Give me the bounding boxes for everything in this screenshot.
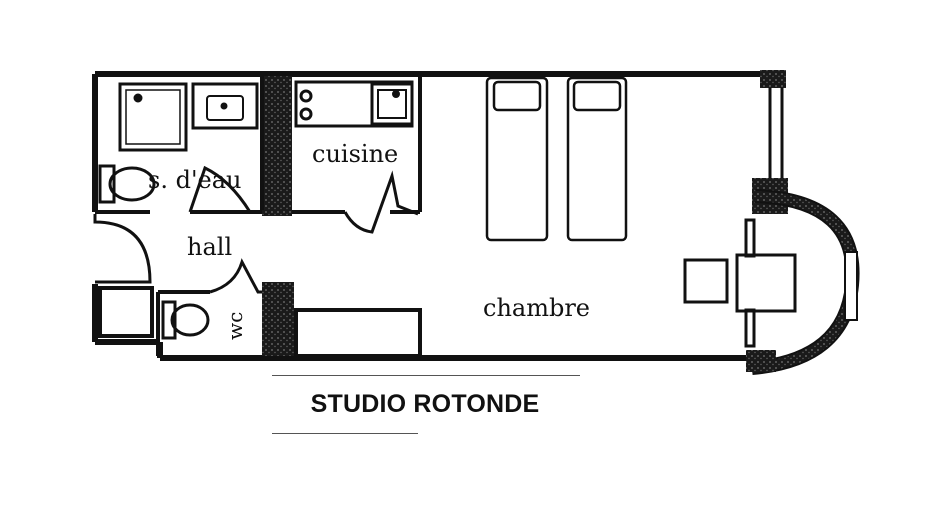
room-label-wc: wc [223, 312, 247, 340]
kitchen-door [343, 170, 419, 234]
washbasin-icon [191, 82, 259, 130]
wc-toilet-icon [161, 300, 210, 340]
caption-top-rule [272, 375, 580, 376]
entrance-door [93, 214, 152, 284]
armchair-icon [744, 218, 756, 348]
room-label-kitchen: cuisine [312, 140, 398, 168]
rotunda-bay [746, 189, 860, 375]
bathroom-toilet-icon [98, 164, 156, 204]
chair-icon [683, 258, 729, 304]
bed-icon [485, 76, 549, 242]
kitchen-sink-icon [370, 82, 414, 126]
wc-door [209, 258, 262, 294]
bed-icon [566, 76, 628, 242]
wc-partition-wall [262, 282, 294, 356]
table-icon [735, 253, 797, 313]
room-label-bedroom: chambre [483, 294, 590, 322]
shower-icon [118, 82, 188, 152]
plan-title: STUDIO ROTONDE [310, 390, 540, 418]
room-label-bathroom: s. d'eau [148, 166, 242, 194]
stove-icon [294, 80, 414, 128]
kitchen-partition-wall [262, 76, 292, 216]
wc-room-walls [156, 290, 210, 356]
bathroom-door [188, 165, 252, 213]
room-label-hall: hall [187, 233, 232, 261]
wardrobe [294, 308, 422, 358]
caption-bottom-rule [272, 433, 418, 434]
closet [98, 286, 154, 338]
outer-walls [92, 71, 785, 361]
